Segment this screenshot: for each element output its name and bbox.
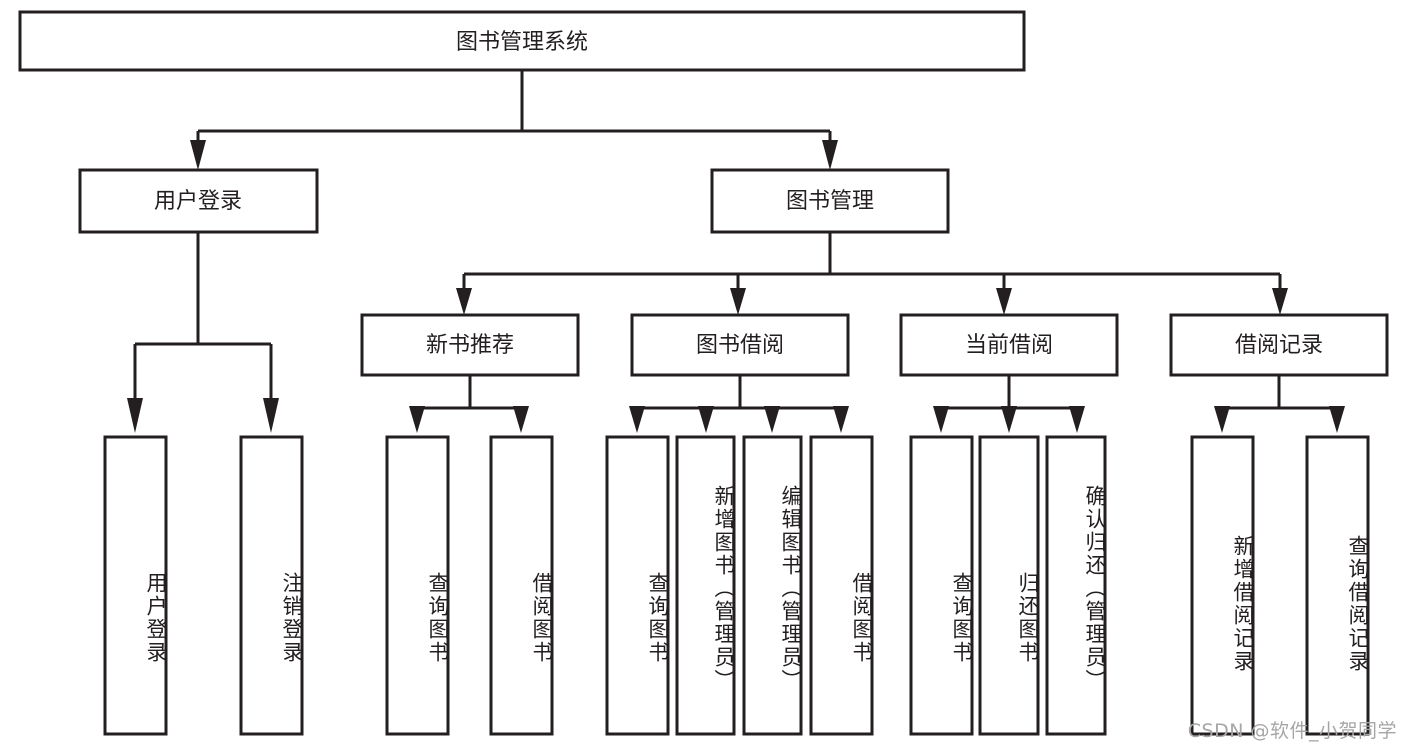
node-borrow-record[interactable]: 借阅记录	[1169, 313, 1389, 377]
node-book-manage-label: 图书管理	[786, 189, 874, 214]
leaf-edit-book-box[interactable]	[742, 435, 803, 736]
arrowhead-leaf-query-book-3	[933, 406, 949, 433]
arrowhead-book-borrow	[730, 288, 746, 315]
leaf-borrow-book-2-box[interactable]	[809, 435, 874, 736]
arrowhead-leaf-user-login	[127, 398, 143, 433]
arrowhead-borrow-record	[1272, 288, 1288, 315]
node-user-login-box[interactable]	[78, 168, 319, 234]
node-current-borrow[interactable]: 当前借阅	[899, 313, 1119, 377]
leaf-confirm-return-box[interactable]	[1045, 435, 1107, 736]
node-current-borrow-box[interactable]	[899, 313, 1119, 377]
arrowhead-user-login	[190, 140, 206, 170]
node-book-borrow-box[interactable]	[630, 313, 850, 377]
csdn-watermark: CSDN @软件_小贺同学	[1187, 720, 1397, 742]
connector-group-new-book-recommend	[409, 375, 529, 433]
node-book-manage[interactable]: 图书管理	[710, 168, 950, 234]
arrowhead-current-borrow	[996, 288, 1012, 315]
leaf-query-book-3-box[interactable]	[909, 435, 974, 736]
arrowhead-leaf-edit-book	[764, 406, 780, 433]
node-root-box[interactable]	[18, 10, 1026, 72]
leaf-logout-box[interactable]	[239, 435, 304, 736]
node-new-book-recommend-box[interactable]	[360, 313, 580, 377]
connector-group-book-borrow	[629, 375, 849, 433]
arrowhead-leaf-confirm-return	[1069, 406, 1085, 433]
arrowhead-leaf-add-record	[1214, 406, 1230, 433]
arrowhead-leaf-borrow-book-2	[833, 406, 849, 433]
arrowhead-new-book-recommend	[456, 288, 472, 315]
arrowhead-leaf-return-book	[1001, 406, 1017, 433]
leaf-query-book-2-box[interactable]	[605, 435, 670, 736]
node-borrow-record-label: 借阅记录	[1235, 333, 1323, 358]
node-new-book-recommend-label: 新书推荐	[426, 333, 514, 358]
arrowhead-leaf-query-record	[1329, 406, 1345, 433]
node-borrow-record-box[interactable]	[1169, 313, 1389, 377]
leaf-return-book-box[interactable]	[978, 435, 1040, 736]
connector-group-current-borrow	[933, 375, 1085, 433]
leaf-borrow-book-1-box[interactable]	[489, 435, 554, 736]
connector-group-book-manage	[456, 232, 1288, 315]
arrowhead-leaf-logout	[263, 398, 279, 433]
node-user-login[interactable]: 用户登录	[78, 168, 319, 234]
leaf-query-book-1-box[interactable]	[385, 435, 450, 736]
node-book-borrow[interactable]: 图书借阅	[630, 313, 850, 377]
arrowhead-leaf-add-book	[698, 406, 714, 433]
node-root-label: 图书管理系统	[456, 30, 588, 55]
arrowhead-leaf-query-book-2	[629, 406, 645, 433]
arrowhead-leaf-borrow-book-1	[513, 406, 529, 433]
node-book-manage-box[interactable]	[710, 168, 950, 234]
arrowhead-book-manage	[822, 140, 838, 170]
leaf-query-record-box[interactable]	[1305, 435, 1370, 736]
node-current-borrow-label: 当前借阅	[965, 333, 1053, 358]
leaf-boxes	[103, 435, 1370, 736]
node-user-login-label: 用户登录	[154, 189, 242, 214]
leaf-user-login-box[interactable]	[103, 435, 168, 736]
leaf-add-record-box[interactable]	[1190, 435, 1255, 736]
leaf-add-book-box[interactable]	[675, 435, 736, 736]
arrowhead-leaf-query-book-1	[409, 406, 425, 433]
connector-group-user-login	[127, 232, 279, 433]
node-book-borrow-label: 图书借阅	[696, 333, 784, 358]
node-root[interactable]: 图书管理系统	[18, 10, 1026, 72]
node-new-book-recommend[interactable]: 新书推荐	[360, 313, 580, 377]
connector-group-borrow-record	[1214, 375, 1345, 433]
connector-group-root	[190, 70, 838, 170]
